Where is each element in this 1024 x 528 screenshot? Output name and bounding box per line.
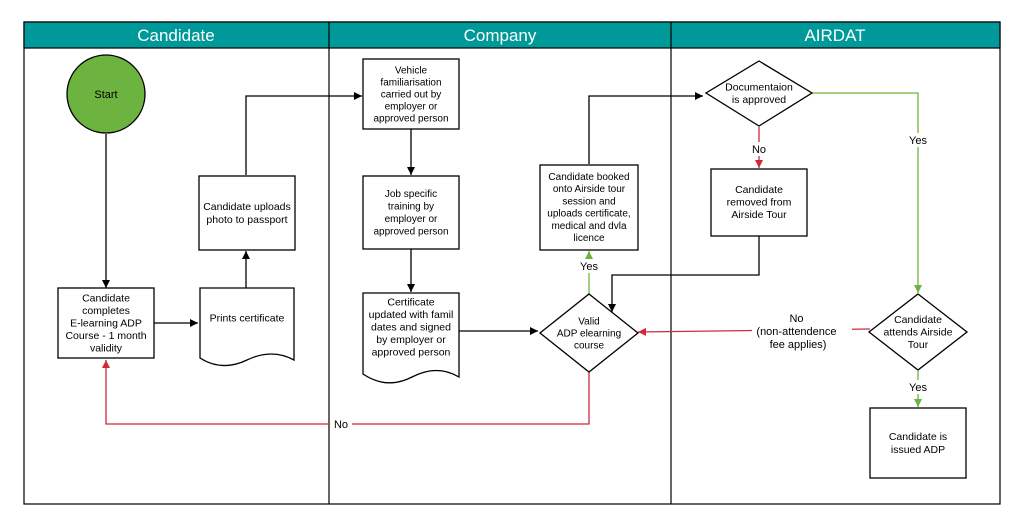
removed-from-tour-line: removed from	[727, 197, 792, 209]
start-node-label: Start	[94, 89, 117, 101]
edge-label-attends-no-line: No	[789, 313, 803, 325]
documentation-approved-line: Documentaion	[725, 81, 793, 93]
vehicle-familiarisation-line: Vehicle	[395, 66, 428, 77]
edge-label-documentation-no: No	[752, 144, 766, 156]
completes-course-line: E-learning ADP	[70, 318, 142, 330]
start-line: Start	[94, 89, 117, 101]
uploads-photo-line: Candidate uploads	[203, 201, 291, 213]
prints-certificate-node[interactable]: Prints certificate	[199, 287, 295, 367]
attends-tour-line: Candidate	[894, 314, 942, 326]
start-node[interactable]: Start	[66, 54, 146, 134]
vehicle-familiarisation-line: carried out by	[381, 90, 442, 101]
removed-from-tour-line: Airside Tour	[731, 209, 787, 221]
removed-from-tour-line: Candidate	[735, 184, 783, 196]
edge-uploads-to-vehicle	[245, 92, 362, 175]
booked-tour-line: onto Airside tour	[553, 184, 626, 195]
issued-adp-line: issued ADP	[891, 444, 945, 456]
edge-labels: Yes No No Yes No (non-attendence fee app…	[330, 133, 931, 431]
valid-elearning-line: ADP elearning	[557, 329, 621, 340]
uploads-photo-line: photo to passport	[206, 214, 287, 226]
swimlane-frame: Candidate Company AIRDAT	[23, 21, 1001, 505]
job-training-line: Job specific	[385, 189, 437, 200]
booked-tour-line: Candidate booked	[548, 172, 629, 183]
vehicle-familiarisation-line: approved person	[373, 114, 448, 125]
edge-booked-to-documentation	[588, 92, 703, 164]
edge-label-attends-no-line: (non-attendence	[756, 326, 836, 338]
prints-certificate-label: Prints certificate	[210, 313, 285, 325]
edge-label-valid-yes: Yes	[580, 261, 598, 273]
edge-label-documentation-yes: Yes	[909, 135, 927, 147]
lane-header-bar	[23, 21, 1001, 49]
completes-course-line: Course - 1 month	[65, 330, 146, 342]
completes-course-line: validity	[90, 343, 123, 355]
certificate-updated-line: updated with famil	[369, 309, 454, 321]
attends-tour-line: attends Airside	[884, 327, 953, 339]
edge-label-attends-no: No (non-attendence fee applies)	[756, 313, 839, 351]
completes-course-line: Candidate	[82, 293, 130, 305]
job-training-line: approved person	[373, 226, 448, 237]
certificate-updated-line: Certificate	[387, 297, 434, 309]
documentation-approved-line: is approved	[732, 94, 786, 106]
certificate-updated-line: by employer or	[376, 334, 446, 346]
booked-tour-line: medical and dvla	[551, 221, 626, 232]
prints-certificate-line: Prints certificate	[210, 313, 285, 325]
booked-tour-line: uploads certificate,	[547, 209, 630, 220]
vehicle-familiarisation-line: employer or	[385, 102, 438, 113]
booked-tour-line: session and	[562, 196, 615, 207]
lane-title-airdat: AIRDAT	[804, 26, 865, 45]
vehicle-familiarisation-line: familiarisation	[380, 78, 441, 89]
certificate-updated-line: dates and signed	[371, 322, 451, 334]
certificate-updated-line: approved person	[372, 347, 451, 359]
attends-tour-line: Tour	[908, 339, 929, 351]
valid-elearning-line: course	[574, 341, 604, 352]
valid-elearning-line: Valid	[578, 317, 600, 328]
lane-title-candidate: Candidate	[137, 26, 215, 45]
edge-label-valid-no: No	[334, 419, 348, 431]
completes-course-line: completes	[82, 305, 130, 317]
booked-tour-line: licence	[573, 233, 605, 244]
edge-label-attends-no-line: fee applies)	[770, 339, 827, 351]
lane-title-company: Company	[464, 26, 537, 45]
job-training-line: training by	[388, 201, 434, 212]
job-training-line: employer or	[385, 214, 438, 225]
edge-documentation-yes-to-attends	[812, 92, 922, 293]
edge-label-attends-yes: Yes	[909, 382, 927, 394]
issued-adp-line: Candidate is	[889, 431, 947, 443]
edge-removed-to-valid	[608, 236, 760, 312]
